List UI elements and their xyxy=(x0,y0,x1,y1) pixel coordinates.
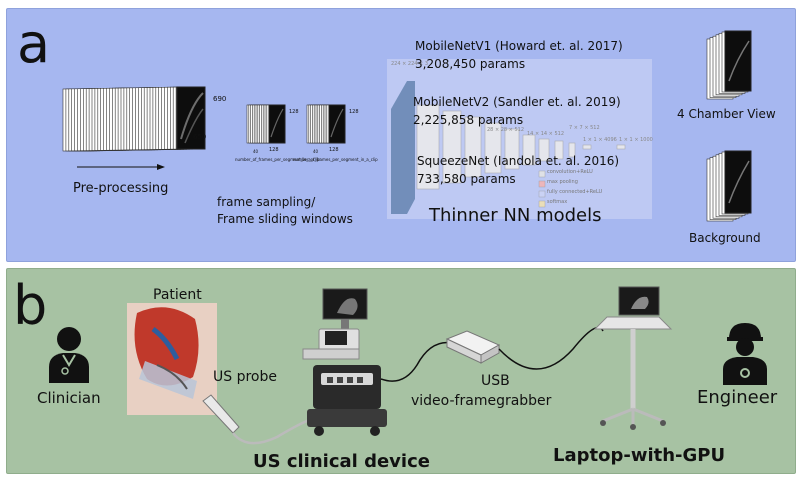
frame-size-2: 128 xyxy=(329,147,339,153)
preprocessing-dim-width: 690 xyxy=(213,95,227,103)
class-stack-background xyxy=(706,150,752,222)
arch-size-4096: 1 × 1 × 4096 xyxy=(583,137,617,143)
cnn-layer-block xyxy=(416,104,440,190)
laptop-label: Laptop-with-GPU xyxy=(553,445,726,466)
arch-legend-conv: convolution+ReLU xyxy=(547,169,593,175)
arch-legend-swatch xyxy=(538,190,546,198)
device-label: US clinical device xyxy=(253,451,430,472)
usb-label-line1: USB xyxy=(481,373,510,389)
arch-legend-swatch xyxy=(538,170,546,178)
arch-legend-swatch xyxy=(538,200,546,208)
panel-a-letter: a xyxy=(17,12,51,75)
preprocessing-label: Pre-processing xyxy=(73,181,169,196)
frame-sampling-label-line1: frame sampling/ xyxy=(217,195,316,209)
panel-a: a xyxy=(6,8,796,262)
cnn-layer-block xyxy=(504,128,520,170)
arch-size-7: 7 × 7 × 512 xyxy=(569,125,600,131)
cable-grabber-to-laptop xyxy=(498,326,604,370)
cnn-architecture-figure xyxy=(387,59,652,219)
frame-count-1: 40 xyxy=(253,149,259,154)
cnn-layer-block xyxy=(484,122,502,174)
cnn-layer-block xyxy=(538,138,550,162)
clinician-icon xyxy=(49,327,89,383)
model-1-name: MobileNetV1 (Howard et. al. 2017) xyxy=(415,39,623,53)
laptop-gpu-icon xyxy=(593,286,673,430)
panel-a-graphics xyxy=(62,30,752,222)
cnn-layer-block xyxy=(616,144,626,150)
model-3-name: SqueezeNet (Iandola et. al. 2016) xyxy=(417,154,620,168)
cnn-layer-block xyxy=(442,110,462,184)
patient-illustration xyxy=(127,303,217,415)
engineer-icon xyxy=(723,323,767,385)
class-label-4-chamber: 4 Chamber View xyxy=(677,107,776,121)
arch-legend-pool: max pooling xyxy=(547,179,578,185)
frame-size-1: 128 xyxy=(269,147,279,153)
model-2-params: 2,225,858 params xyxy=(413,113,524,127)
frame-sampling-label-line2: Frame sliding windows xyxy=(217,212,353,226)
clinician-label: Clinician xyxy=(37,389,101,407)
arch-input-size: 224 × 224 × 3 xyxy=(391,61,429,67)
cnn-layer-block xyxy=(522,134,536,166)
panel-b-graphics xyxy=(49,286,767,445)
us-device-icon xyxy=(302,288,387,436)
frame-window-stack-1 xyxy=(246,104,286,144)
preprocessing-dim-height: 650 xyxy=(193,133,207,141)
arch-size-1000: 1 × 1 × 1000 xyxy=(619,137,653,143)
models-caption: Thinner NN models xyxy=(429,205,602,226)
model-1-params: 3,208,450 params xyxy=(415,57,526,71)
preprocessing-frame-stack xyxy=(62,86,206,152)
model-3-params: 733,580 params xyxy=(417,172,516,186)
engineer-label: Engineer xyxy=(697,387,778,408)
input-image-layer xyxy=(391,81,415,214)
frame-dim-2: 128 xyxy=(349,109,359,115)
patient-label: Patient xyxy=(153,287,202,303)
arch-size-28: 28 × 28 × 512 xyxy=(487,127,525,133)
panel-b: b xyxy=(6,268,796,474)
panel-b-letter: b xyxy=(13,274,48,337)
us-probe-icon xyxy=(202,394,320,445)
frame-caption-2: number_of_frames_per_segment_in_a_clip xyxy=(293,157,378,162)
class-label-background: Background xyxy=(689,231,761,245)
frame-dim-1: 128 xyxy=(289,109,299,115)
frame-window-stack-2 xyxy=(306,104,346,144)
cnn-layer-block xyxy=(568,142,576,158)
frame-count-2: 40 xyxy=(313,149,319,154)
cnn-layer-block xyxy=(464,116,482,178)
cnn-layer-block xyxy=(554,140,564,160)
frame-caption-1: number_of_frames_per_segment_in_a_clip xyxy=(235,157,320,162)
cable-device-to-grabber xyxy=(380,341,454,382)
usb-framegrabber-icon xyxy=(445,330,501,364)
class-stack-4-chamber xyxy=(706,30,752,100)
arch-legend-softmax: softmax xyxy=(547,199,568,205)
probe-label: US probe xyxy=(213,369,277,385)
cnn-layer-block xyxy=(582,144,592,150)
arch-legend-fc: fully connected+ReLU xyxy=(547,189,603,195)
usb-label-line2: video-framegrabber xyxy=(411,393,552,409)
arch-size-14: 14 × 14 × 512 xyxy=(527,131,565,137)
arch-legend-swatch xyxy=(538,180,546,188)
model-2-name: MobileNetV2 (Sandler et. al. 2019) xyxy=(413,95,621,109)
